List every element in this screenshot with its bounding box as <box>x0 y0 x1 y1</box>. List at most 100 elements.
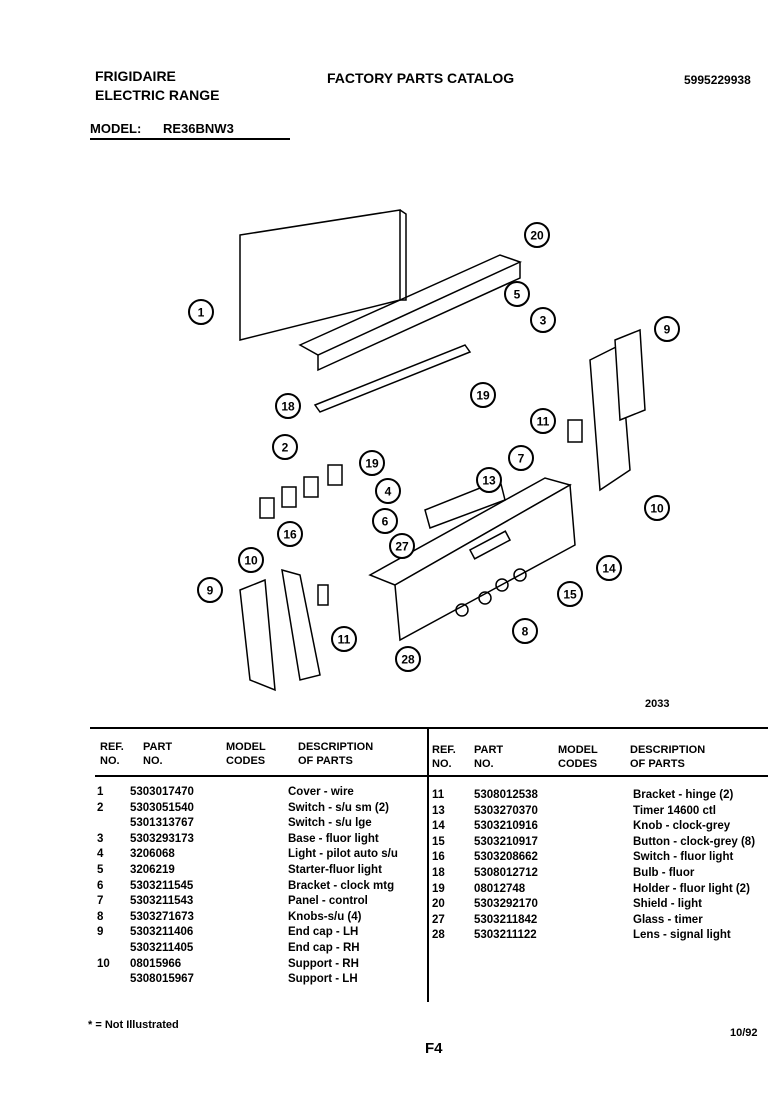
svg-text:28: 28 <box>401 653 415 667</box>
callout-10: 10 <box>238 547 264 573</box>
part-description: Switch - s/u lge <box>288 817 372 830</box>
svg-text:13: 13 <box>482 474 496 488</box>
svg-text:16: 16 <box>283 528 297 542</box>
part-no: 5303210917 <box>474 835 538 848</box>
callout-27: 27 <box>389 533 415 559</box>
svg-text:10: 10 <box>244 554 258 568</box>
part-description: Holder - fluor light (2) <box>633 882 750 895</box>
callout-28: 28 <box>395 646 421 672</box>
callout-13: 13 <box>476 467 502 493</box>
callout-9: 9 <box>197 577 223 603</box>
callout-8: 8 <box>512 618 538 644</box>
part-description: Bracket - clock mtg <box>288 879 395 892</box>
part-description: Support - LH <box>288 973 358 986</box>
part-no: 5303211122 <box>474 929 537 942</box>
part-description: Switch - s/u sm (2) <box>288 801 389 814</box>
part-no: 08015966 <box>130 957 182 970</box>
callout-6: 6 <box>372 508 398 534</box>
model-label: MODEL: <box>90 121 142 136</box>
svg-text:2: 2 <box>282 441 289 455</box>
ref-no: 8 <box>97 910 104 923</box>
svg-text:15: 15 <box>563 588 577 602</box>
header-rule <box>90 138 290 140</box>
part-no: 3206219 <box>130 864 175 876</box>
svg-text:14: 14 <box>602 562 616 576</box>
header-model: MODEL CODES <box>558 744 598 770</box>
part-no: 5303208662 <box>474 851 538 864</box>
callout-5: 5 <box>504 281 530 307</box>
table-divider <box>427 727 429 1002</box>
svg-text:19: 19 <box>476 389 490 403</box>
part-no: 5303211405 <box>130 942 194 954</box>
callout-11: 11 <box>331 626 357 652</box>
svg-text:7: 7 <box>518 452 525 466</box>
svg-text:18: 18 <box>281 400 295 414</box>
part-description: Light - pilot auto s/u <box>288 848 398 861</box>
footnote: * = Not Illustrated <box>88 1019 179 1031</box>
callout-18: 18 <box>275 393 301 419</box>
part-description: Knob - clock-grey <box>633 820 731 833</box>
ref-no: 10 <box>97 957 110 970</box>
ref-no: 16 <box>432 851 445 864</box>
exploded-parts-diagram: 1 20 5 3 9 18 19 11 2 19 7 13 4 6 27 10 16 10 14 15 9 11 8 28 <box>188 209 680 692</box>
part-description: Bracket - hinge (2) <box>633 789 734 801</box>
part-description: Lens - signal light <box>633 929 731 942</box>
ref-no: 20 <box>432 898 445 911</box>
callout-3: 3 <box>530 307 556 333</box>
header-ref: REF. NO. <box>100 741 124 767</box>
part-description: Cover - wire <box>288 786 354 798</box>
part-no: 5303211545 <box>130 879 194 892</box>
svg-text:11: 11 <box>537 415 550 429</box>
callout-19: 19 <box>359 450 385 476</box>
part-description: End cap - LH <box>288 926 359 939</box>
svg-text:27: 27 <box>395 540 409 554</box>
part-no: 3206068 <box>130 848 175 861</box>
callout-19: 19 <box>470 382 496 408</box>
svg-text:9: 9 <box>664 323 671 337</box>
ref-no: 13 <box>432 804 445 817</box>
part-description: Panel - control <box>288 895 368 908</box>
part-no: 5303210916 <box>474 820 538 833</box>
svg-text:3: 3 <box>540 314 547 328</box>
callout-9: 9 <box>654 316 680 342</box>
callout-2: 2 <box>272 434 298 460</box>
ref-no: 6 <box>97 879 104 892</box>
ref-no: 4 <box>97 848 104 861</box>
part-no: 5303017470 <box>130 786 194 798</box>
part-no: 5303051540 <box>130 801 194 814</box>
header-part: PART NO. <box>143 741 173 767</box>
part-no: 5303270370 <box>474 804 538 817</box>
part-no: 5303271673 <box>130 910 194 923</box>
part-description: Support - RH <box>288 957 359 970</box>
callout-10: 10 <box>644 495 670 521</box>
ref-no: 9 <box>97 926 104 939</box>
svg-text:1: 1 <box>198 306 205 320</box>
part-no: 5303293173 <box>130 832 194 845</box>
catalog-title: FACTORY PARTS CATALOG <box>327 70 515 86</box>
part-description: Bulb - fluor <box>633 867 695 879</box>
catalog-number: 5995229938 <box>684 73 751 87</box>
svg-text:19: 19 <box>365 457 379 471</box>
svg-text:8: 8 <box>522 625 529 639</box>
part-description: Starter-fluor light <box>288 864 382 876</box>
header-model: MODEL CODES <box>226 741 266 767</box>
part-description: Knobs-s/u (4) <box>288 910 362 923</box>
svg-text:9: 9 <box>207 584 214 598</box>
page-number: F4 <box>425 1040 443 1057</box>
svg-text:11: 11 <box>338 633 351 647</box>
svg-text:6: 6 <box>382 515 389 529</box>
svg-text:5: 5 <box>514 288 521 302</box>
part-no: 5308015967 <box>130 973 194 986</box>
part-description: Glass - timer <box>633 913 703 926</box>
ref-no: 18 <box>432 867 445 879</box>
model-number: RE36BNW3 <box>163 121 234 136</box>
part-no: 5303211406 <box>130 926 194 939</box>
part-description: Switch - fluor light <box>633 851 734 864</box>
callout-20: 20 <box>524 222 550 248</box>
part-no: 5303211543 <box>130 895 194 908</box>
part-no: 5308012538 <box>474 789 538 801</box>
svg-text:10: 10 <box>650 502 664 516</box>
table-header-rule <box>95 775 768 777</box>
svg-text:4: 4 <box>385 485 392 499</box>
